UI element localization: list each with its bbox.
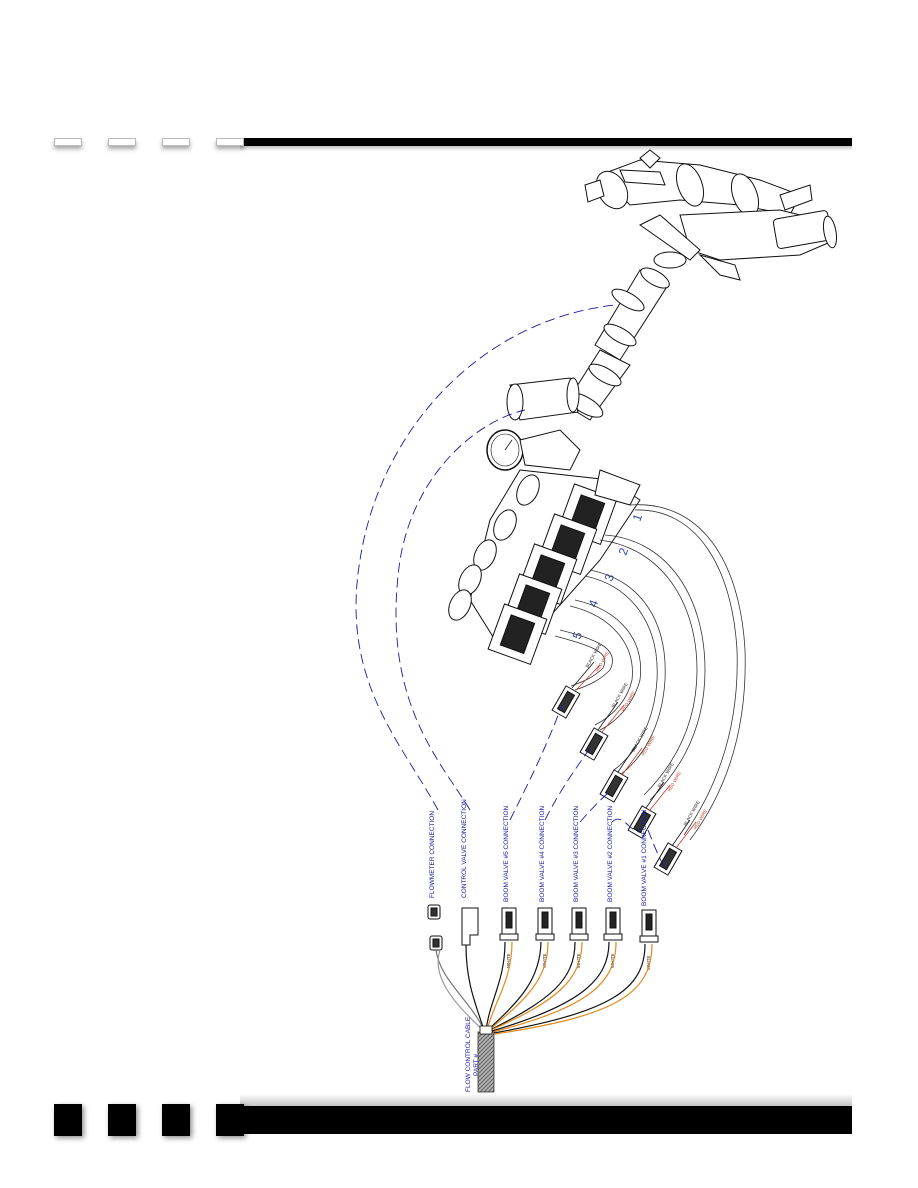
harness-wires (435, 941, 653, 1035)
connector-label-flowmeter: FLOWMETER CONNECTION (429, 811, 436, 898)
boom-number-3: 3 (602, 572, 618, 583)
dash-boom-1 (647, 829, 669, 871)
boom-number-2: 2 (616, 546, 632, 557)
header-tab-3 (162, 138, 190, 146)
header-tab-1 (54, 138, 82, 146)
footer-bar (240, 1106, 852, 1134)
wire-label-boom-4: WHITE (542, 954, 547, 969)
pigtail-connector-3 (599, 769, 629, 803)
pigtail-connector-4 (579, 727, 609, 761)
connection-dash-lines (355, 304, 669, 871)
boom-4-connector-icon (535, 907, 555, 941)
header-bar (240, 138, 852, 146)
wire-label-boom-3: WHITE (576, 954, 581, 969)
boom-valve-bank (448, 469, 641, 666)
connector-label-control-valve: CONTROL VALVE CONNECTION (461, 799, 468, 898)
pigtail-connector-5 (551, 685, 581, 719)
boom-1-connector-icon (639, 909, 659, 943)
dash-boom-5 (509, 704, 563, 821)
flow-control-cable (477, 1025, 495, 1093)
boom-2-connector-icon (603, 907, 623, 941)
main-control-valve (584, 149, 813, 217)
header-shadow (240, 146, 852, 151)
strainer (506, 377, 580, 421)
boom-3-connector-icon (569, 907, 589, 941)
boom-5-connector-icon (499, 907, 519, 941)
connector-label-boom-3: BOOM VALVE #3 CONNECTION (573, 805, 580, 902)
cable-part-label: PART # ... (473, 1047, 480, 1076)
header-tab-4 (216, 138, 244, 146)
pigtail-wires (571, 661, 697, 849)
footer-tab-3 (162, 1104, 190, 1136)
footer-tab-2 (108, 1104, 136, 1136)
valve-pigtails (554, 504, 746, 841)
connector-label-boom-5: BOOM VALVE #5 CONNECTION (503, 805, 510, 902)
footer-tab-1 (54, 1104, 82, 1136)
cable-label: FLOW CONTROL CABLE (465, 1016, 472, 1092)
connector-label-boom-4: BOOM VALVE #4 CONNECTION (539, 805, 546, 902)
dash-flowmeter (355, 304, 616, 811)
inlet-pipe (564, 267, 670, 421)
pigtail-connector-1 (653, 842, 683, 876)
dash-boom-2 (611, 818, 641, 833)
dash-boom-3 (579, 789, 613, 823)
connector-label-boom-2: BOOM VALVE #2 CONNECTION (607, 805, 614, 902)
flow-actuator (639, 209, 838, 281)
wire-label-boom-5: WHITE (506, 954, 511, 969)
control-valve-connector-icon (461, 907, 479, 946)
flowmeter-connector-icon (427, 904, 443, 951)
boom-number-5: 5 (570, 630, 586, 641)
pigtail-connector-2 (627, 805, 657, 839)
wire-label-boom-2: WHITE (610, 954, 615, 969)
dash-boom-4 (544, 747, 591, 821)
connector-label-boom-1: BOOM VALVE #1 CONNECTION (641, 809, 648, 906)
boom-valve-motor-5 (487, 603, 548, 666)
boom-number-1: 1 (630, 512, 646, 523)
footer-shadow (240, 1094, 852, 1106)
cable-connectors (427, 904, 659, 951)
boom-number-4: 4 (586, 598, 602, 609)
header-tab-2 (108, 138, 136, 146)
pressure-gauge-icon (486, 429, 581, 471)
valve-assembly (448, 149, 838, 666)
wire-label-boom-1: WHITE (646, 956, 651, 971)
footer-tab-4 (216, 1104, 244, 1136)
